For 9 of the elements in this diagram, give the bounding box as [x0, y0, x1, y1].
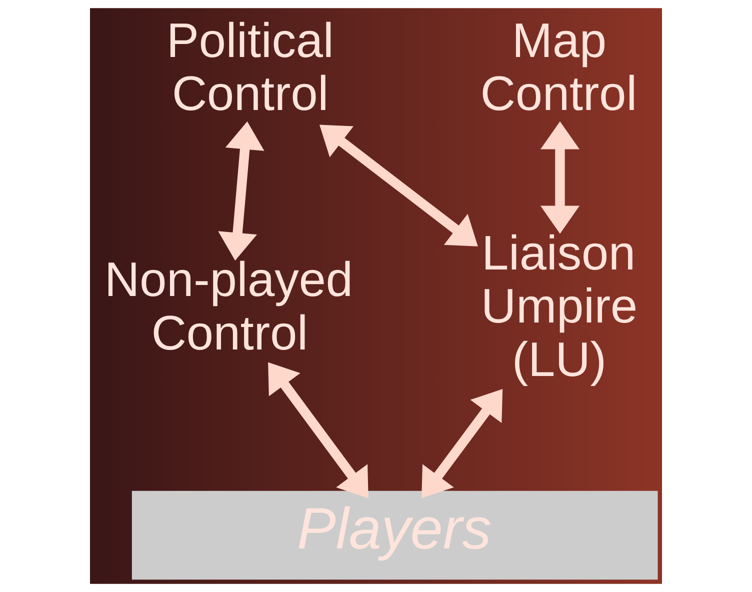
- node-text: Political Control: [166, 14, 334, 122]
- arrow: [268, 362, 368, 498]
- node-text: Liaison Umpire (LU): [481, 226, 638, 388]
- arrow: [422, 389, 503, 498]
- arrow: [540, 121, 580, 234]
- arrow: [218, 121, 264, 261]
- arrow: [319, 124, 478, 246]
- node-text: Non-played Control: [104, 253, 353, 360]
- node-text: Map Control: [480, 14, 638, 122]
